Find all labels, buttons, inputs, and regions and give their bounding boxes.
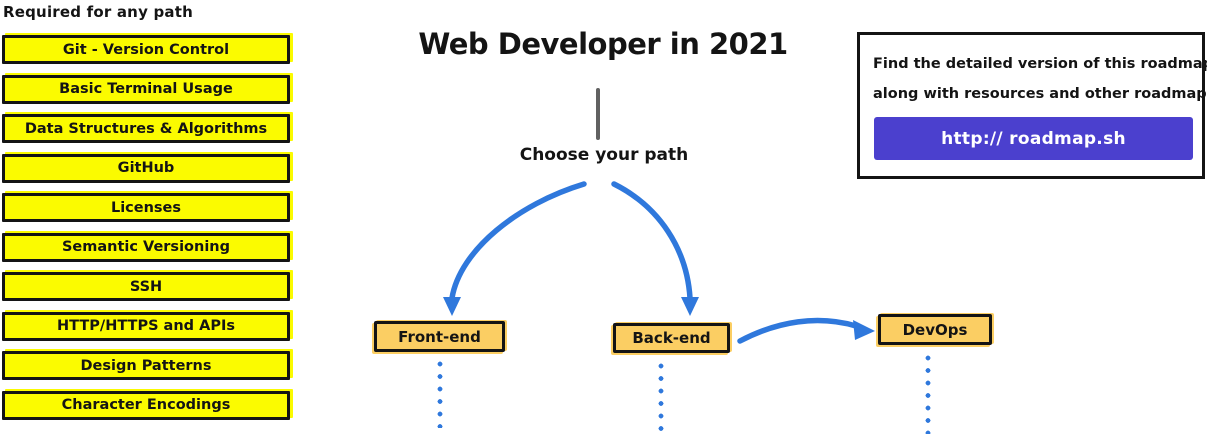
topic-git[interactable]: Git - Version Control — [2, 35, 290, 64]
topic-label: SSH — [129, 278, 163, 295]
path-node-backend[interactable]: Back-end — [613, 323, 730, 353]
topic-label: Character Encodings — [61, 397, 231, 413]
roadmap-info-box: Find the detailed version of this roadma… — [857, 32, 1207, 179]
topic-terminal[interactable]: Basic Terminal Usage — [2, 74, 290, 104]
path-node-devops[interactable]: DevOps — [878, 314, 992, 345]
topic-label: HTTP/HTTPS and APIs — [57, 318, 235, 334]
arrow-to-backend-icon — [611, 181, 699, 316]
page-title: Web Developer in 2021 — [418, 27, 788, 61]
backend-continuation-dots — [658, 360, 664, 432]
topic-label: Data Structures & Algorithms — [24, 120, 268, 137]
arrow-to-frontend-icon — [443, 181, 587, 316]
title-stem-line — [596, 88, 600, 140]
info-text: Find the detailed version of this roadma… — [873, 49, 1207, 109]
choose-path-label: Choose your path — [519, 145, 689, 165]
required-path-header: Required for any path — [3, 3, 193, 21]
roadmap-url-button[interactable]: http:// roadmap.sh — [874, 117, 1193, 160]
topic-label: Semantic Versioning — [61, 239, 230, 255]
topic-licenses[interactable]: Licenses — [2, 193, 290, 222]
frontend-continuation-dots — [437, 358, 443, 428]
path-node-label: DevOps — [902, 320, 968, 339]
topic-data-structures[interactable]: Data Structures & Algorithms — [2, 114, 290, 143]
path-node-label: Front-end — [398, 327, 481, 346]
path-node-label: Back-end — [632, 329, 711, 347]
path-node-frontend[interactable]: Front-end — [374, 321, 505, 352]
topic-label: GitHub — [117, 160, 175, 176]
topic-ssh[interactable]: SSH — [2, 272, 290, 301]
topic-label: Git - Version Control — [62, 41, 230, 58]
required-topics-list: Git - Version Control Basic Terminal Usa… — [2, 35, 290, 420]
topic-design-patterns[interactable]: Design Patterns — [2, 351, 290, 380]
roadmap-url-label: http:// roadmap.sh — [941, 128, 1126, 149]
topic-http-apis[interactable]: HTTP/HTTPS and APIs — [2, 311, 290, 341]
topic-label: Design Patterns — [80, 357, 212, 374]
topic-github[interactable]: GitHub — [2, 153, 290, 183]
topic-character-encodings[interactable]: Character Encodings — [2, 390, 290, 420]
info-line-2: along with resources and other roadmaps — [873, 86, 1207, 102]
topic-label: Licenses — [110, 199, 182, 216]
devops-continuation-dots — [925, 352, 931, 434]
topic-semver[interactable]: Semantic Versioning — [2, 232, 290, 262]
topic-label: Basic Terminal Usage — [59, 81, 233, 97]
arrow-backend-to-devops-icon — [737, 317, 875, 344]
info-line-1: Find the detailed version of this roadma… — [873, 56, 1207, 72]
